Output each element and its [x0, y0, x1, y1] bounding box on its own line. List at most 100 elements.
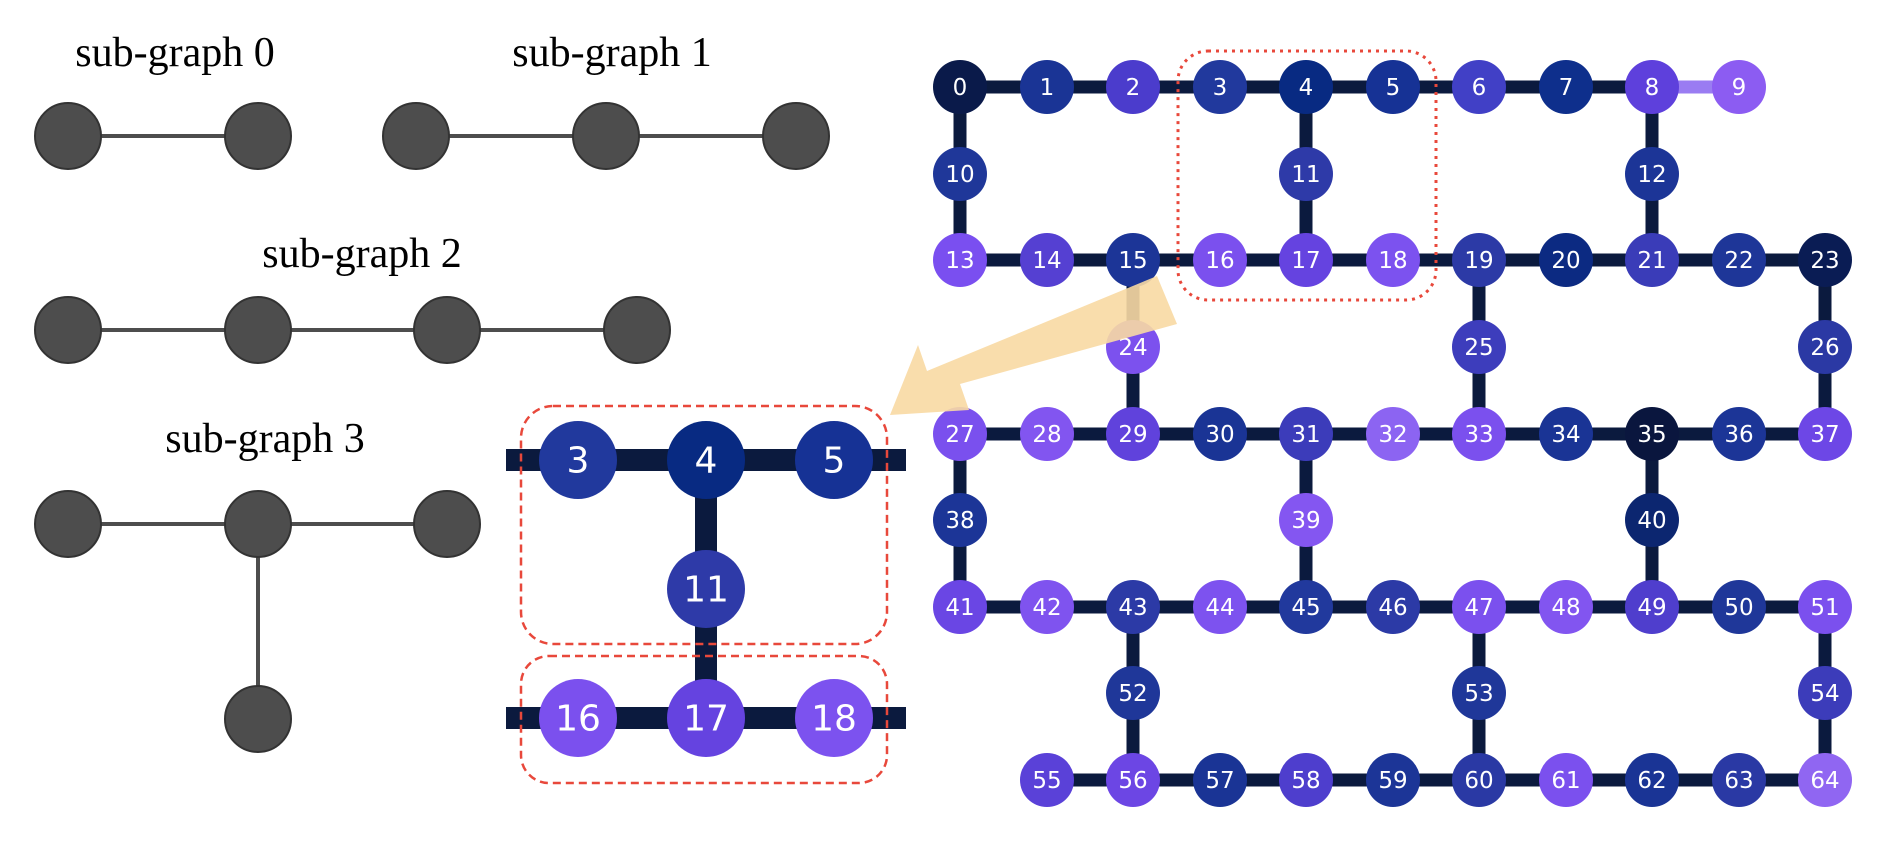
qubit-label: 39 — [1291, 508, 1320, 534]
qubit-circle — [1193, 60, 1247, 114]
qubit-circle — [1625, 580, 1679, 634]
qubit-node-30: 30 — [1193, 407, 1247, 461]
subgraph-2-node — [224, 296, 292, 364]
qubit-node-15: 15 — [1106, 233, 1160, 287]
subgraph-1-node — [382, 102, 450, 170]
zoom-qubit-label: 16 — [555, 699, 601, 740]
zoom-qubit-node-3: 3 — [539, 421, 617, 499]
qubit-label: 48 — [1551, 595, 1580, 621]
qubit-node-27: 27 — [933, 407, 987, 461]
zoom-qubit-node-5: 5 — [795, 421, 873, 499]
qubit-node-20: 20 — [1539, 233, 1593, 287]
qubit-circle — [1366, 60, 1420, 114]
qubit-circle — [1452, 320, 1506, 374]
qubit-circle — [1452, 60, 1506, 114]
qubit-node-40: 40 — [1625, 493, 1679, 547]
qubit-node-62: 62 — [1625, 753, 1679, 807]
qubit-circle — [1712, 60, 1766, 114]
subgraph-0-node — [224, 102, 292, 170]
qubit-circle — [1625, 60, 1679, 114]
qubit-node-0: 0 — [933, 60, 987, 114]
qubit-label: 33 — [1464, 422, 1493, 448]
subgraph-3-node — [34, 490, 102, 558]
qubit-node-51: 51 — [1798, 580, 1852, 634]
qubit-label: 46 — [1378, 595, 1407, 621]
qubit-label: 52 — [1118, 681, 1147, 707]
qubit-circle — [1106, 233, 1160, 287]
qubit-label: 61 — [1551, 768, 1580, 794]
qubit-label: 64 — [1810, 768, 1839, 794]
qubit-node-6: 6 — [1452, 60, 1506, 114]
zoom-qubit-circle — [667, 679, 745, 757]
qubit-label: 43 — [1118, 595, 1147, 621]
mapping-arrow — [890, 276, 1177, 415]
qubit-label: 30 — [1205, 422, 1234, 448]
qubit-label: 12 — [1637, 162, 1666, 188]
qubit-node-53: 53 — [1452, 666, 1506, 720]
subgraph-1-title: sub-graph 1 — [512, 30, 711, 76]
qubit-node-39: 39 — [1279, 493, 1333, 547]
qubit-node-5: 5 — [1366, 60, 1420, 114]
qubit-node-8: 8 — [1625, 60, 1679, 114]
zoom-qubit-label: 11 — [683, 570, 729, 611]
qubit-circle — [1539, 233, 1593, 287]
zoom-qubit-label: 18 — [811, 699, 857, 740]
qubit-label: 47 — [1464, 595, 1493, 621]
qubit-circle — [1106, 60, 1160, 114]
qubit-circle — [1366, 580, 1420, 634]
zoom-qubit-label: 17 — [683, 699, 729, 740]
qubit-node-38: 38 — [933, 493, 987, 547]
qubit-label: 9 — [1732, 75, 1747, 101]
qubit-node-63: 63 — [1712, 753, 1766, 807]
qubit-circle — [1452, 753, 1506, 807]
qubit-circle — [1625, 147, 1679, 201]
qubit-label: 54 — [1810, 681, 1839, 707]
qubit-circle — [1193, 580, 1247, 634]
qubit-node-41: 41 — [933, 580, 987, 634]
qubit-circle — [1798, 666, 1852, 720]
qubit-label: 29 — [1118, 422, 1147, 448]
qubit-label: 8 — [1645, 75, 1660, 101]
qubit-node-11: 11 — [1279, 147, 1333, 201]
qubit-circle — [1366, 407, 1420, 461]
qubit-label: 41 — [945, 595, 974, 621]
qubit-label: 53 — [1464, 681, 1493, 707]
qubit-circle — [1366, 233, 1420, 287]
qubit-label: 51 — [1810, 595, 1839, 621]
qubit-label: 58 — [1291, 768, 1320, 794]
qubit-circle — [1279, 233, 1333, 287]
qubit-label: 14 — [1032, 248, 1061, 274]
zoom-qubit-node-11: 11 — [667, 550, 745, 628]
qubit-label: 20 — [1551, 248, 1580, 274]
qubit-label: 37 — [1810, 422, 1839, 448]
qubit-node-33: 33 — [1452, 407, 1506, 461]
zoom-box-lower — [519, 654, 889, 785]
qubit-label: 2 — [1126, 75, 1141, 101]
qubit-circle — [933, 580, 987, 634]
qubit-circle — [1452, 580, 1506, 634]
subgraph-2-node — [413, 296, 481, 364]
qubit-node-59: 59 — [1366, 753, 1420, 807]
qubit-label: 0 — [953, 75, 968, 101]
qubit-node-44: 44 — [1193, 580, 1247, 634]
zoom-qubit-circle — [667, 421, 745, 499]
qubit-label: 23 — [1810, 248, 1839, 274]
qubit-label: 6 — [1472, 75, 1487, 101]
qubit-label: 44 — [1205, 595, 1234, 621]
qubit-node-4: 4 — [1279, 60, 1333, 114]
qubit-node-29: 29 — [1106, 407, 1160, 461]
qubit-node-18: 18 — [1366, 233, 1420, 287]
zoom-qubit-node-18: 18 — [795, 679, 873, 757]
qubit-label: 45 — [1291, 595, 1320, 621]
qubit-circle — [1712, 580, 1766, 634]
qubit-node-35: 35 — [1625, 407, 1679, 461]
qubit-label: 1 — [1040, 75, 1055, 101]
subgraph-3-node — [224, 490, 292, 558]
qubit-node-58: 58 — [1279, 753, 1333, 807]
qubit-node-25: 25 — [1452, 320, 1506, 374]
qubit-label: 35 — [1637, 422, 1666, 448]
qubit-label: 50 — [1724, 595, 1753, 621]
qubit-circle — [1279, 407, 1333, 461]
qubit-label: 26 — [1810, 335, 1839, 361]
